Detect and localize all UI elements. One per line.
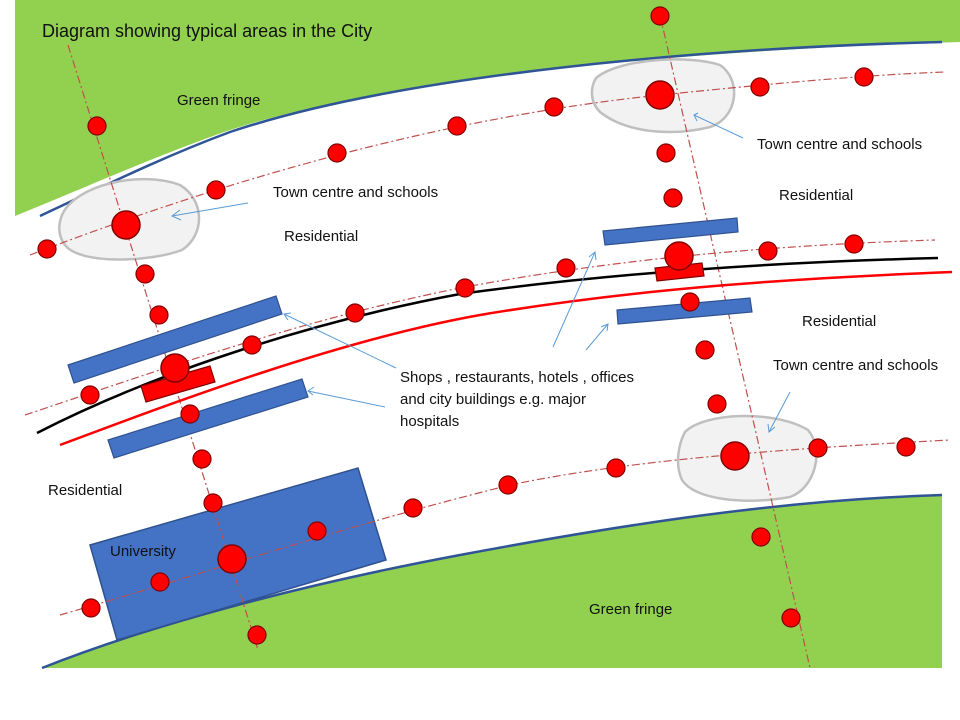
arrow-shops-left-lower-head <box>307 386 315 396</box>
hub <box>664 241 694 271</box>
hub <box>645 80 675 110</box>
label-green-fringe-top: Green fringe <box>177 92 260 109</box>
stop <box>150 572 170 592</box>
stop <box>707 394 727 414</box>
stop <box>37 239 57 259</box>
hubs <box>111 80 750 574</box>
stop <box>680 292 700 312</box>
stop <box>844 234 864 254</box>
green-fringe-bottom-area <box>42 495 942 668</box>
stop <box>192 449 212 469</box>
stop <box>808 438 828 458</box>
stop <box>781 608 801 628</box>
label-shops-line1: Shops , restaurants, hotels , offices <box>400 369 634 386</box>
stop <box>149 305 169 325</box>
diagram-title: Diagram showing typical areas in the Cit… <box>42 21 372 41</box>
stop <box>87 116 107 136</box>
stop <box>750 77 770 97</box>
stop <box>403 498 423 518</box>
stop <box>247 625 267 645</box>
hub <box>720 441 750 471</box>
label-university: University <box>110 543 176 560</box>
stop <box>455 278 475 298</box>
label-green-fringe-bottom: Green fringe <box>589 601 672 618</box>
shop-block-left-upper <box>67 295 283 384</box>
callout-arrows <box>171 112 791 433</box>
label-shops-line3: hospitals <box>400 413 459 430</box>
stop <box>695 340 715 360</box>
stop <box>307 521 327 541</box>
label-residential-1: Residential <box>284 228 358 245</box>
arrow-town-top-head <box>693 112 699 122</box>
hub <box>111 210 141 240</box>
stop <box>650 6 670 26</box>
stop <box>81 598 101 618</box>
arrow-shops-left-upper <box>283 313 397 369</box>
stop <box>556 258 576 278</box>
stop <box>206 180 226 200</box>
stop <box>327 143 347 163</box>
stop <box>242 335 262 355</box>
stop <box>203 493 223 513</box>
arrow-shops-left-lower <box>307 390 386 408</box>
shop-block-right-upper <box>602 217 739 246</box>
arrow-town-bottom <box>768 391 791 433</box>
label-residential-3: Residential <box>802 313 876 330</box>
arrow-town-bottom-head <box>767 423 776 433</box>
stop <box>656 143 676 163</box>
rail-line-red <box>59 270 953 447</box>
label-residential-2: Residential <box>779 187 853 204</box>
route-upper <box>29 71 946 256</box>
arrow-town-left <box>171 202 249 217</box>
label-town-centre-left: Town centre and schools <box>273 184 438 201</box>
arrow-town-left-head <box>171 209 182 221</box>
shop-blocks <box>67 217 753 459</box>
label-town-centre-right-bottom: Town centre and schools <box>773 357 938 374</box>
arrow-shops-right-lower <box>585 323 609 351</box>
stop <box>896 437 916 457</box>
label-town-centre-right-top: Town centre and schools <box>757 136 922 153</box>
stop <box>498 475 518 495</box>
stop <box>447 116 467 136</box>
arrow-shops-right-lower-head <box>600 323 609 332</box>
arrow-town-top <box>693 114 744 139</box>
hub <box>160 353 190 383</box>
stop <box>606 458 626 478</box>
arrow-shops-right-upper <box>552 251 596 348</box>
shop-block-left-lower <box>107 378 309 459</box>
arrow-shops-right-upper-head <box>588 251 597 261</box>
stop <box>758 241 778 261</box>
arrow-shops-left-upper-head <box>283 312 292 321</box>
hub <box>217 544 247 574</box>
stop <box>663 188 683 208</box>
label-shops-line2: and city buildings e.g. major <box>400 391 586 408</box>
stop <box>854 67 874 87</box>
label-residential-4: Residential <box>48 482 122 499</box>
green-fringe-top-edge <box>39 40 943 218</box>
stops <box>37 6 916 645</box>
green-fringe-top-area <box>15 0 960 216</box>
stop <box>80 385 100 405</box>
shop-block-right-lower <box>616 297 753 325</box>
stop <box>544 97 564 117</box>
stop <box>345 303 365 323</box>
stop <box>180 404 200 424</box>
stop <box>751 527 771 547</box>
stop <box>135 264 155 284</box>
